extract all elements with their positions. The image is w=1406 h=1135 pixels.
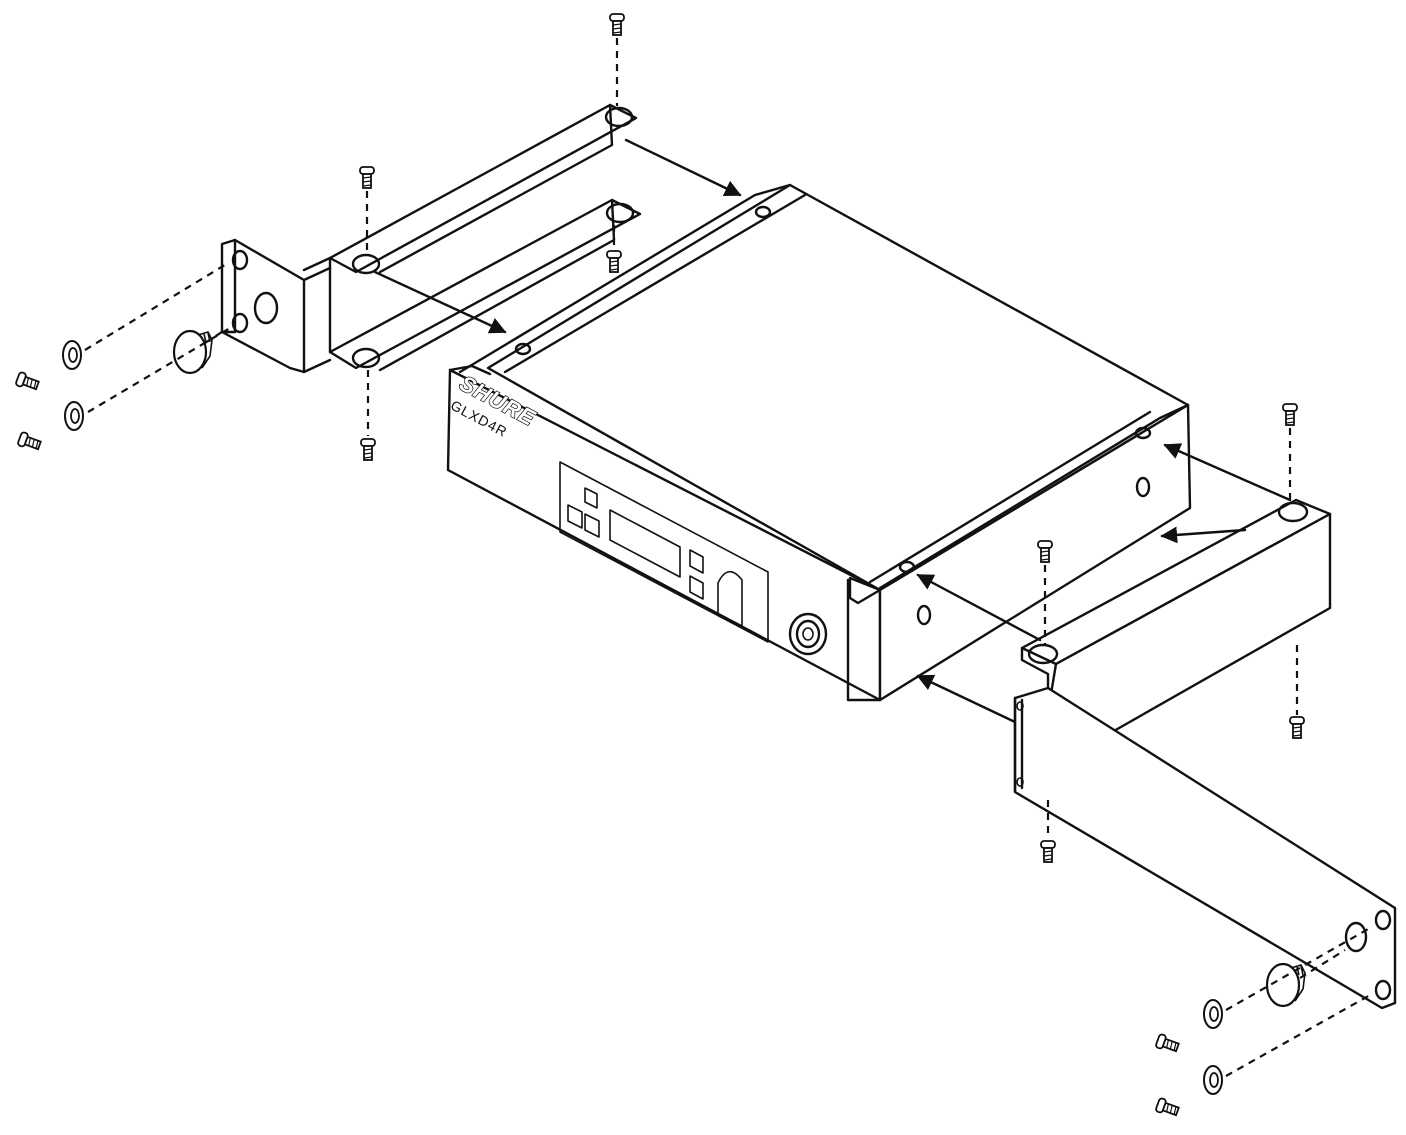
- screw-icon: [360, 438, 376, 461]
- arrow-icon: [373, 270, 507, 334]
- front-buttons-right: [689, 549, 704, 600]
- cap-plug-icon: [1265, 962, 1306, 1008]
- washer-icon: [1203, 1065, 1223, 1095]
- cap-plug-icon: [172, 329, 213, 375]
- screw-icon: [1154, 1096, 1181, 1119]
- screw-icon: [359, 166, 375, 189]
- arrow-icon: [916, 573, 1042, 642]
- lcd-display: [609, 509, 681, 578]
- screw-icon: [1289, 716, 1305, 739]
- washer-icon: [64, 401, 84, 431]
- washer-icon: [62, 340, 82, 370]
- arrow-icon: [624, 138, 742, 197]
- screw-icon: [16, 430, 43, 453]
- right-rack-ear: [1013, 686, 1397, 1010]
- screw-icon: [1154, 1032, 1181, 1055]
- screw-icon: [606, 250, 622, 273]
- left-rack-bracket: [220, 103, 642, 374]
- screw-icon: [1282, 403, 1298, 426]
- receiver-side-panel: [878, 403, 1192, 702]
- control-panel-recess: [559, 461, 769, 643]
- screw-icon: [609, 13, 625, 36]
- screw-icon: [14, 370, 41, 393]
- right-rack-bracket: [1013, 498, 1397, 1010]
- front-connector: [788, 612, 828, 656]
- front-buttons-left: [567, 487, 600, 538]
- arrow-icon: [1160, 526, 1247, 544]
- ir-sync-window: [717, 570, 743, 627]
- screw-icon: [1040, 840, 1056, 863]
- washer-icon: [1203, 999, 1223, 1029]
- receiver-unit: SHURE GLXD4R: [446, 183, 1192, 702]
- arrow-icon: [1163, 443, 1292, 502]
- arrow-icon: [916, 674, 1017, 724]
